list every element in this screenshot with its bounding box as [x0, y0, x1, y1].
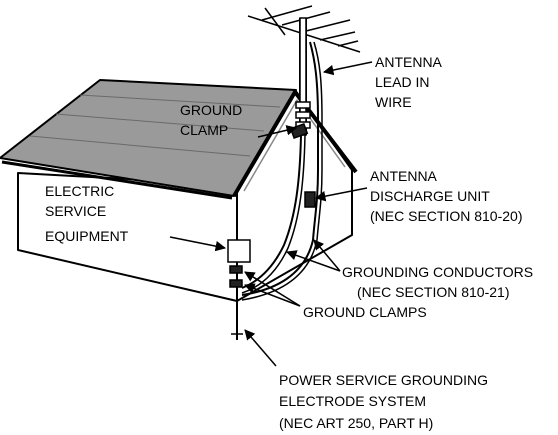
label-power-service-3: (NEC ART 250, PART H) — [279, 415, 433, 431]
house — [0, 79, 358, 302]
label-electric-service-3: EQUIPMENT — [45, 228, 129, 244]
mast-grounding-conductor — [241, 134, 302, 289]
label-antenna-lead-in-1: ANTENNA — [375, 54, 443, 70]
label-antenna-discharge-1: ANTENNA — [370, 168, 438, 184]
ground-clamp-1 — [229, 265, 243, 274]
label-ground-clamps: GROUND CLAMPS — [303, 304, 427, 320]
antenna-lead-in-wire — [241, 41, 319, 296]
label-antenna-lead-in-3: WIRE — [375, 94, 412, 110]
label-antenna-discharge-3: (NEC SECTION 810-20) — [370, 208, 522, 224]
label-ground-clamp-1: GROUND — [180, 102, 242, 118]
roof-shingle-lines — [29, 94, 281, 157]
labels: ANTENNA LEAD IN WIRE GROUND CLAMP ANTENN… — [45, 54, 533, 431]
antenna — [247, 5, 361, 136]
label-grounding-conductors-1: GROUNDING CONDUCTORS — [342, 264, 533, 280]
label-ground-clamp-2: CLAMP — [180, 122, 228, 138]
label-antenna-discharge-2: DISCHARGE UNIT — [370, 188, 490, 204]
label-electric-service-1: ELECTRIC — [45, 183, 114, 199]
devices — [227, 122, 316, 340]
leader-lines — [169, 61, 373, 367]
label-electric-service-2: SERVICE — [45, 203, 106, 219]
antenna-discharge-unit — [304, 191, 316, 208]
label-power-service-2: ELECTRODE SYSTEM — [279, 393, 426, 409]
house-roof — [0, 79, 297, 197]
label-antenna-lead-in-2: LEAD IN — [375, 74, 429, 90]
ground-clamp-2 — [229, 279, 243, 288]
electric-service-box — [227, 239, 251, 263]
label-power-service-1: POWER SERVICE GROUNDING — [279, 372, 488, 388]
label-grounding-conductors-2: (NEC SECTION 810-21) — [357, 284, 509, 300]
